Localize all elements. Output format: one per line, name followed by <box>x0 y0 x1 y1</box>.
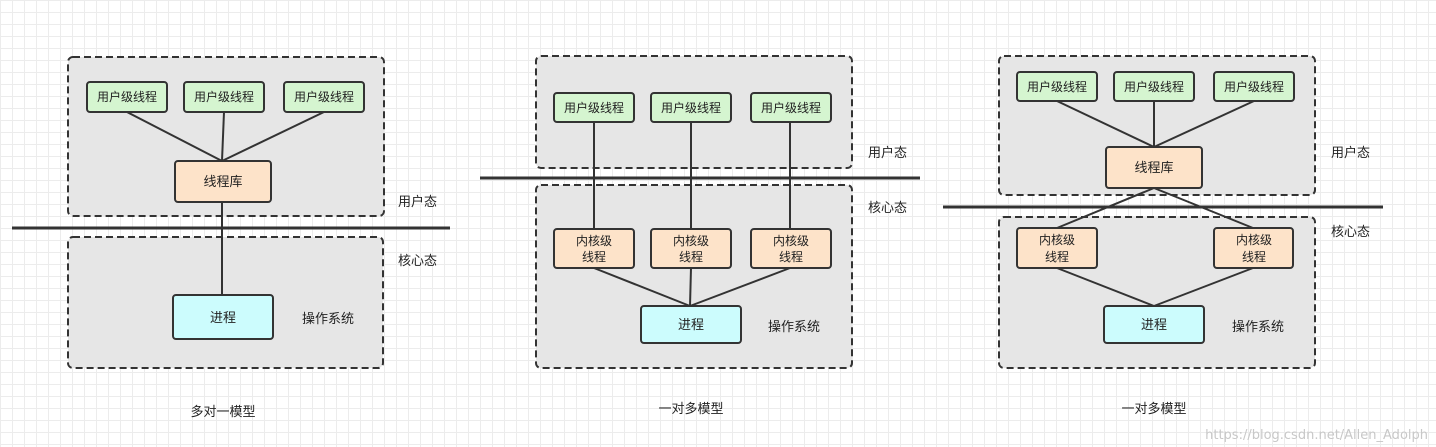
diagram-title: 多对一模型 <box>190 404 255 420</box>
user-thread-node: 用户级线程 <box>1016 71 1098 102</box>
kernel-thread-label-line1: 内核级 <box>1236 233 1272 247</box>
user-thread-label: 用户级线程 <box>661 100 721 115</box>
connector <box>1153 100 1255 148</box>
connector <box>221 111 225 162</box>
user-mode-label: 用户态 <box>1331 145 1370 161</box>
user-thread-label: 用户级线程 <box>97 89 157 104</box>
user-thread-label: 用户级线程 <box>1224 79 1284 94</box>
process-label: 进程 <box>678 318 704 333</box>
connector <box>126 111 223 162</box>
user-thread-label: 用户级线程 <box>1124 79 1184 94</box>
user-thread-node: 用户级线程 <box>553 92 635 123</box>
kernel-thread-label-line1: 内核级 <box>576 234 612 248</box>
user-thread-node: 用户级线程 <box>750 92 832 123</box>
user-thread-node: 用户级线程 <box>1213 71 1295 102</box>
kernel-mode-label: 核心态 <box>1331 225 1370 240</box>
connector <box>689 267 791 307</box>
kernel-thread-label-line1: 内核级 <box>773 234 809 248</box>
user-thread-label: 用户级线程 <box>1027 79 1087 94</box>
diagram-title: 一对多模型 <box>1121 401 1186 417</box>
connector <box>221 111 325 162</box>
kernel-thread-label-line1: 内核级 <box>673 234 709 248</box>
process-label: 进程 <box>1141 318 1167 333</box>
connector <box>1153 267 1254 307</box>
os-label: 操作系统 <box>1232 319 1284 335</box>
user-thread-label: 用户级线程 <box>564 100 624 115</box>
os-label: 操作系统 <box>768 319 820 335</box>
diagram-many-to-one: 用户级线程 用户级线程 用户级线程 线程库 进程 用户态 核心态 操作系统 多对… <box>12 56 450 420</box>
connector <box>1153 187 1254 229</box>
thread-library-label: 线程库 <box>1134 160 1173 176</box>
connector <box>689 267 692 307</box>
kernel-mode-label: 核心态 <box>868 201 907 216</box>
thread-library-node: 线程库 <box>174 160 272 203</box>
diagram-one-to-one: 用户级线程 用户级线程 用户级线程 内核级 线程 内核级 线程 内核级 线程 进… <box>480 55 920 417</box>
user-thread-node: 用户级线程 <box>650 92 732 123</box>
connector <box>1056 187 1155 229</box>
kernel-thread-label-line1: 内核级 <box>1039 233 1075 247</box>
user-thread-node: 用户级线程 <box>283 81 365 113</box>
kernel-thread-node: 内核级 线程 <box>1016 227 1098 269</box>
watermark: https://blog.csdn.net/Allen_Adolph <box>1205 428 1428 443</box>
kernel-thread-node: 内核级 线程 <box>1213 227 1294 269</box>
user-thread-node: 用户级线程 <box>183 81 265 113</box>
user-thread-label: 用户级线程 <box>194 89 254 104</box>
kernel-thread-node: 内核级 线程 <box>553 228 635 269</box>
kernel-thread-label-line2: 线程 <box>679 249 703 264</box>
kernel-thread-label-line2: 线程 <box>582 249 606 264</box>
user-thread-node: 用户级线程 <box>1113 71 1195 102</box>
process-node: 进程 <box>172 294 274 340</box>
diagram-many-to-many: 用户级线程 用户级线程 用户级线程 线程库 内核级 线程 内核级 线程 进程 <box>943 55 1383 417</box>
user-thread-label: 用户级线程 <box>294 89 354 104</box>
kernel-thread-label-line2: 线程 <box>779 249 803 264</box>
connector <box>1056 267 1155 307</box>
user-mode-label: 用户态 <box>398 194 437 210</box>
thread-library-label: 线程库 <box>203 174 242 190</box>
user-thread-node: 用户级线程 <box>86 81 168 113</box>
kernel-mode-label: 核心态 <box>398 254 437 269</box>
user-mode-label: 用户态 <box>868 145 907 161</box>
kernel-thread-label-line2: 线程 <box>1242 249 1266 264</box>
process-label: 进程 <box>210 311 236 326</box>
kernel-thread-node: 内核级 线程 <box>650 228 732 269</box>
diagram-title: 一对多模型 <box>658 401 723 417</box>
connector <box>1056 100 1155 148</box>
thread-library-node: 线程库 <box>1105 146 1203 189</box>
user-thread-label: 用户级线程 <box>761 100 821 115</box>
kernel-thread-label-line2: 线程 <box>1045 249 1069 264</box>
kernel-thread-node: 内核级 线程 <box>750 228 832 269</box>
process-node: 进程 <box>1103 305 1205 344</box>
process-node: 进程 <box>640 305 742 344</box>
os-label: 操作系统 <box>302 311 354 327</box>
connector <box>593 267 691 307</box>
